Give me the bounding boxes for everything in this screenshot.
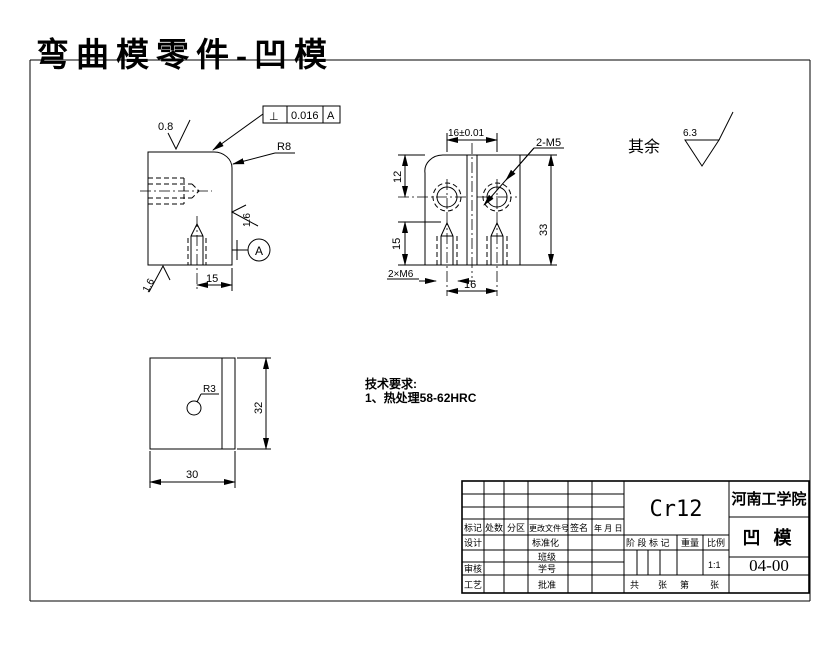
scale-value: 1:1: [708, 560, 721, 570]
side-roughness-top-value: 0.8: [158, 121, 173, 133]
tech-req-heading: 技术要求:: [365, 376, 417, 391]
tolerance-frame: ⊥ 0.016 A: [212, 105, 341, 151]
part-name: 凹 模: [742, 527, 795, 548]
front-holes-bottom-value: 2×M6: [388, 269, 414, 280]
side-hole-hidden: [140, 177, 212, 205]
front-dim-spacing-top-value: 16±0.01: [448, 128, 485, 139]
col-zone: 分区: [507, 523, 525, 533]
front-top-holes: [398, 179, 517, 215]
row-student-id: 学号: [538, 563, 556, 574]
sheets-unit2-label: 张: [710, 580, 719, 590]
side-view-outline: [147, 151, 233, 266]
tolerance-value: 0.016: [291, 110, 319, 122]
datum-letter: A: [255, 244, 263, 258]
front-dim-offset-value: 12: [392, 171, 404, 183]
row-process: 工艺: [464, 580, 482, 590]
col-signature: 签名: [570, 522, 588, 533]
row-class: 班级: [538, 551, 556, 562]
side-dim-width: 15: [196, 268, 233, 291]
bottom-dim-height: 32: [237, 357, 271, 450]
drawing-number: 04-00: [749, 556, 789, 575]
front-holes-top-value: 2-M5: [536, 137, 561, 149]
side-bottom-hole: [187, 216, 207, 292]
bottom-dim-width-value: 30: [186, 469, 198, 481]
col-mark: 标记: [464, 522, 482, 533]
front-dim-height: 33: [520, 154, 557, 266]
side-roughness-right: 1.6: [230, 204, 259, 227]
roughness-icon: [684, 139, 720, 167]
sheets-total-label: 共: [630, 580, 639, 590]
front-view-outline: [424, 154, 521, 266]
title-block: 标记 处数 分区 更改文件号 签名 年 月 日 设计 标准化 班级 审核 学号 …: [461, 480, 810, 594]
weight-label: 重量: [681, 537, 699, 548]
tech-req-item: 1、热处理58-62HRC: [365, 390, 477, 405]
tolerance-datum-ref: A: [327, 110, 335, 122]
page-title: 弯曲模零件-凹模: [36, 36, 334, 74]
col-change-file: 更改文件号: [529, 523, 569, 533]
bottom-dim-width: 30: [149, 451, 236, 488]
bottom-view: R3 32 30: [149, 357, 271, 488]
bottom-dim-height-value: 32: [253, 402, 265, 414]
front-dim-spacing-bottom: 16: [446, 279, 498, 294]
col-date: 年 月 日: [594, 523, 622, 533]
front-dim-depth: 15: [391, 221, 441, 266]
general-roughness-note: 其余 6.3: [628, 111, 734, 167]
row-approve: 批准: [538, 579, 556, 590]
side-roughness-bottom: 1.6: [141, 264, 171, 295]
front-dim-depth-value: 15: [391, 238, 403, 250]
bottom-view-outline: [149, 357, 236, 450]
front-dim-spacing-bottom-value: 16: [464, 279, 476, 291]
title-block-grid: [462, 481, 809, 593]
stage-mark-label: 阶 段 标 记: [626, 537, 670, 548]
row-design: 设计: [464, 537, 482, 548]
technical-requirements: 技术要求: 1、热处理58-62HRC: [365, 376, 477, 405]
front-dim-offset: 12: [392, 154, 425, 198]
front-dim-spacing-top: 16±0.01: [446, 128, 498, 152]
front-bottom-holes: [436, 214, 508, 296]
side-dim-width-value: 15: [206, 273, 218, 285]
school-name: 河南工学院: [731, 490, 806, 508]
sheets-unit1-label: 张: [658, 580, 667, 590]
general-note-roughness-value: 6.3: [683, 128, 697, 139]
drawing-frame: [29, 59, 811, 602]
row-check: 审核: [464, 563, 482, 574]
material-value: Cr12: [650, 497, 703, 522]
bottom-radius-value: R3: [203, 384, 216, 395]
general-note-label: 其余: [628, 137, 660, 156]
front-holes-bottom-label: 2×M6: [387, 269, 475, 284]
front-view: 2-M5 16±0.01 12 33: [387, 128, 564, 296]
side-view: 15 0.8 ⊥ 0.016 A R8 1.6: [140, 105, 341, 295]
side-roughness-bottom-value: 1.6: [141, 277, 157, 295]
side-roughness-right-value: 1.6: [242, 213, 253, 227]
side-radius-value: R8: [277, 141, 291, 153]
scale-label: 比例: [707, 537, 725, 548]
sheets-no-label: 第: [680, 579, 689, 590]
col-count: 处数: [485, 522, 503, 533]
side-radius-label: R8: [232, 141, 295, 165]
front-holes-top-label: 2-M5: [483, 137, 564, 206]
bottom-radius-label: R3: [196, 384, 219, 403]
side-roughness-top: 0.8: [158, 119, 191, 151]
row-standardization: 标准化: [532, 537, 559, 548]
perpendicularity-icon: ⊥: [269, 111, 279, 123]
datum-symbol: A: [232, 238, 271, 262]
front-dim-height-value: 33: [538, 224, 550, 236]
